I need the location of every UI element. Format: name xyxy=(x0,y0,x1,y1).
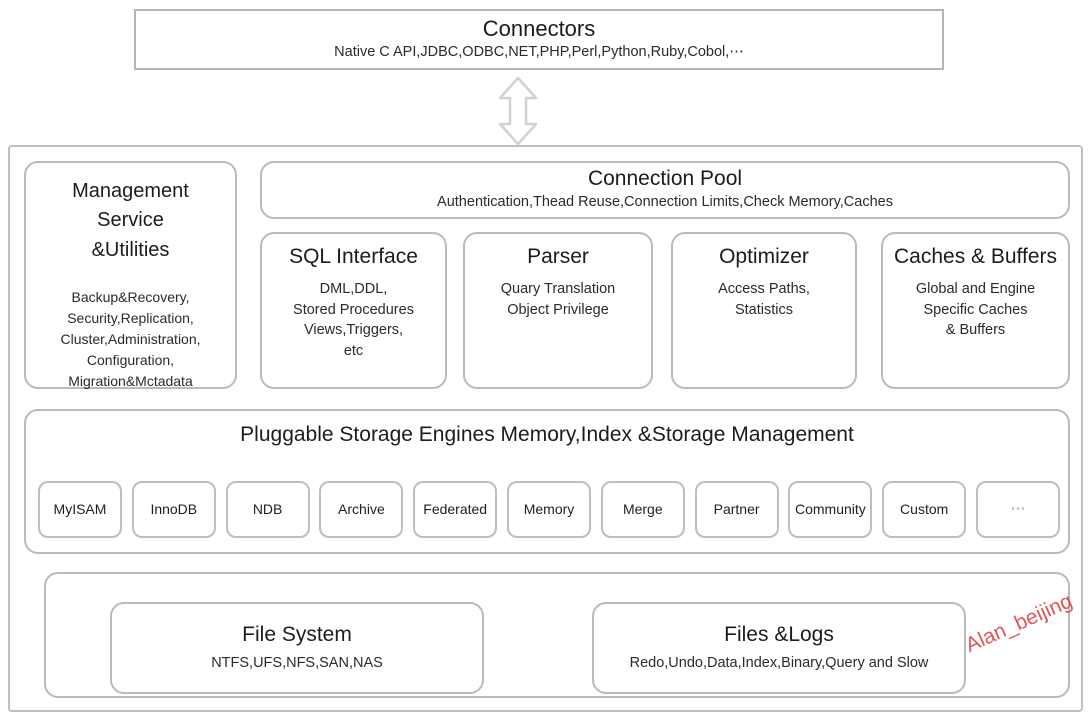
parser-title: Parser xyxy=(527,245,589,268)
sql-interface-title: SQL Interface xyxy=(289,245,418,268)
optimizer-subtitle: Access Paths, Statistics xyxy=(718,279,810,320)
sql-interface-subtitle-line-3: Views,Triggers, xyxy=(303,322,404,339)
storage-engines-title: Pluggable Storage Engines Memory,Index &… xyxy=(240,423,854,446)
caches-buffers-box: Caches & Buffers Global and Engine Speci… xyxy=(881,232,1070,389)
parser-subtitle: Quary Translation Object Privilege xyxy=(501,279,615,320)
caches-buffers-subtitle: Global and Engine Specific Caches & Buff… xyxy=(916,279,1035,341)
files-logs-subtitle: Redo,Undo,Data,Index,Binary,Query and Sl… xyxy=(629,654,929,671)
file-system-box: File System NTFS,UFS,NFS,SAN,NAS xyxy=(110,602,484,694)
double-arrow-icon xyxy=(494,76,542,146)
storage-engine-item: Federated xyxy=(413,481,498,538)
file-system-title: File System xyxy=(242,622,352,646)
file-system-subtitle: NTFS,UFS,NFS,SAN,NAS xyxy=(211,654,383,671)
storage-engine-item: MyISAM xyxy=(38,481,122,538)
files-logs-title: Files &Logs xyxy=(724,622,834,646)
management-title-line-2: Service xyxy=(97,209,164,232)
storage-engine-item: NDB xyxy=(225,481,310,538)
storage-engines-box: Pluggable Storage Engines Memory,Index &… xyxy=(24,409,1070,554)
sql-interface-subtitle-line-2: Stored Procedures xyxy=(293,301,414,318)
connectors-subtitle: Native C API,JDBC,ODBC,NET,PHP,Perl,Pyth… xyxy=(334,44,744,61)
storage-engine-item: Archive xyxy=(319,481,404,538)
management-subtitle-line-2: Security,Replication, xyxy=(67,310,194,327)
storage-engine-list: MyISAM InnoDB NDB Archive Federated Memo… xyxy=(38,481,1060,538)
parser-subtitle-line-2: Object Privilege xyxy=(507,301,609,318)
storage-engine-item: InnoDB xyxy=(131,481,216,538)
caches-buffers-subtitle-line-1: Global and Engine xyxy=(915,281,1036,298)
connection-pool-subtitle: Authentication,Thead Reuse,Connection Li… xyxy=(437,194,893,211)
caches-buffers-subtitle-line-2: Specific Caches xyxy=(923,301,1028,318)
management-subtitle-line-1: Backup&Recovery, xyxy=(71,289,190,306)
connection-pool-box: Connection Pool Authentication,Thead Reu… xyxy=(260,161,1070,219)
caches-buffers-subtitle-line-3: & Buffers xyxy=(945,322,1006,339)
management-subtitle-line-5: Migration&Mctadata xyxy=(68,373,193,390)
storage-engine-item: Memory xyxy=(506,481,591,538)
sql-interface-subtitle-line-4: etc xyxy=(343,342,364,359)
parser-subtitle-line-1: Quary Translation xyxy=(500,281,616,298)
caches-buffers-title: Caches & Buffers xyxy=(893,245,1058,268)
file-layer-container: File System NTFS,UFS,NFS,SAN,NAS Files &… xyxy=(44,572,1070,698)
storage-engine-item-ellipsis: ⋯ xyxy=(975,481,1060,538)
optimizer-subtitle-line-2: Statistics xyxy=(734,301,793,318)
connectors-title: Connectors xyxy=(482,16,596,42)
optimizer-title: Optimizer xyxy=(719,245,809,268)
sql-interface-box: SQL Interface DML,DDL, Stored Procedures… xyxy=(260,232,447,389)
storage-engine-item: Merge xyxy=(600,481,685,538)
storage-engine-item: Partner xyxy=(694,481,779,538)
management-subtitle-line-3: Cluster,Administration, xyxy=(60,331,201,348)
management-title-line-3: &Utilities xyxy=(91,238,170,261)
parser-box: Parser Quary Translation Object Privileg… xyxy=(463,232,653,389)
management-subtitle-line-4: Configuration, xyxy=(86,352,175,369)
management-service-box: Management Service &Utilities Backup&Rec… xyxy=(24,161,237,389)
management-subtitle: Backup&Recovery, Security,Replication, C… xyxy=(60,287,200,392)
mysql-server-container: Management Service &Utilities Backup&Rec… xyxy=(8,145,1083,712)
connectors-box: Connectors Native C API,JDBC,ODBC,NET,PH… xyxy=(134,9,944,70)
connection-pool-title: Connection Pool xyxy=(587,167,743,191)
sql-interface-subtitle-line-1: DML,DDL, xyxy=(319,281,388,298)
management-title-line-1: Management xyxy=(72,180,189,202)
optimizer-box: Optimizer Access Paths, Statistics xyxy=(671,232,857,389)
optimizer-subtitle-line-1: Access Paths, xyxy=(718,281,810,298)
storage-engine-item: Custom xyxy=(882,481,967,538)
storage-engine-item: Community xyxy=(788,481,873,538)
sql-interface-subtitle: DML,DDL, Stored Procedures Views,Trigger… xyxy=(293,279,414,361)
files-logs-box: Files &Logs Redo,Undo,Data,Index,Binary,… xyxy=(592,602,966,694)
